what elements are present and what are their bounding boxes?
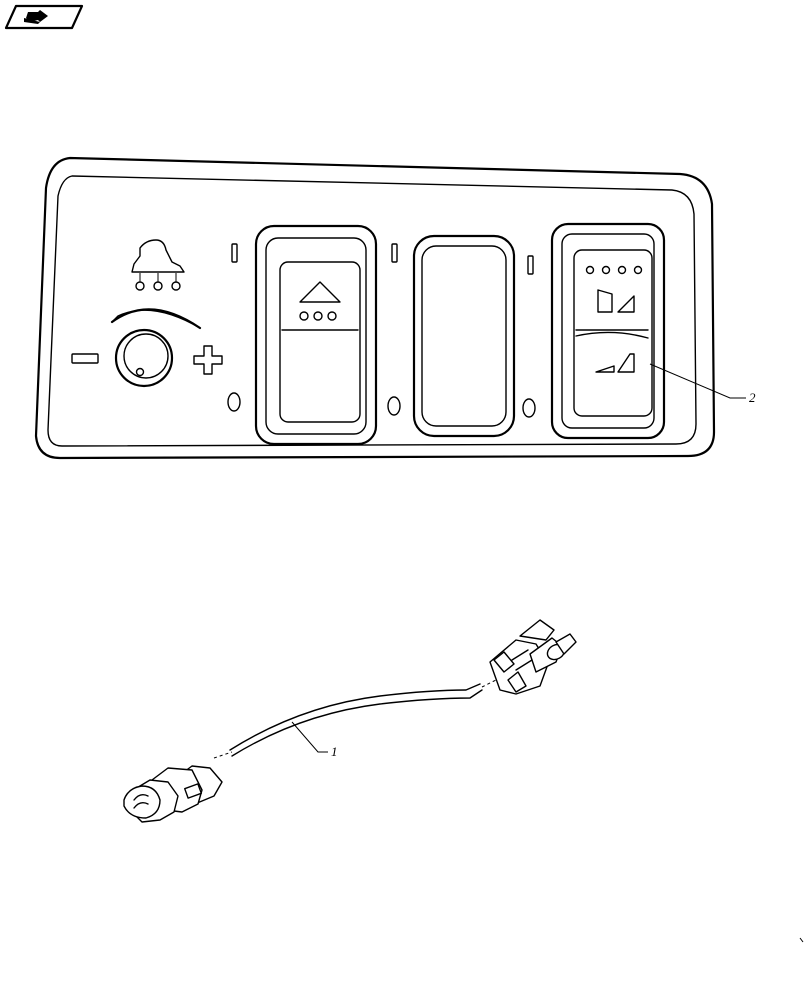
rocker-switch[interactable]	[550, 222, 666, 440]
connector-left	[123, 765, 223, 823]
panel-inner-edge	[47, 175, 697, 447]
panel-outer-edge	[34, 156, 716, 460]
blank-switch-slot	[412, 234, 516, 438]
screw-hole	[522, 398, 536, 418]
callout-2[interactable]: 2	[649, 363, 756, 405]
air-vent-icon	[131, 239, 185, 291]
triangle-up-icon	[299, 281, 341, 321]
indicator-slot	[231, 243, 238, 263]
minus-icon	[71, 353, 99, 364]
callout-1[interactable]: 1	[291, 721, 338, 759]
screw-hole	[387, 396, 401, 416]
corner-mark	[799, 937, 804, 943]
connector-right	[489, 619, 577, 695]
leader-line-1	[291, 721, 328, 753]
indicator-slot	[391, 243, 398, 263]
control-panel	[34, 156, 716, 460]
screw-hole	[227, 392, 241, 412]
temperature-knob[interactable]	[114, 328, 174, 388]
plus-icon	[193, 345, 223, 375]
leader-line-2	[649, 363, 746, 399]
wiring-harness	[123, 619, 577, 823]
callout-label-1: 1	[331, 744, 338, 759]
temperature-scale-arc	[110, 308, 202, 330]
fan-speed-icon	[595, 289, 635, 373]
book-arrow-icon[interactable]	[4, 4, 84, 30]
harness-cable	[229, 683, 481, 751]
indicator-slot	[527, 255, 534, 275]
callout-label-2: 2	[749, 390, 756, 405]
rocker-switch-left[interactable]	[254, 224, 378, 446]
